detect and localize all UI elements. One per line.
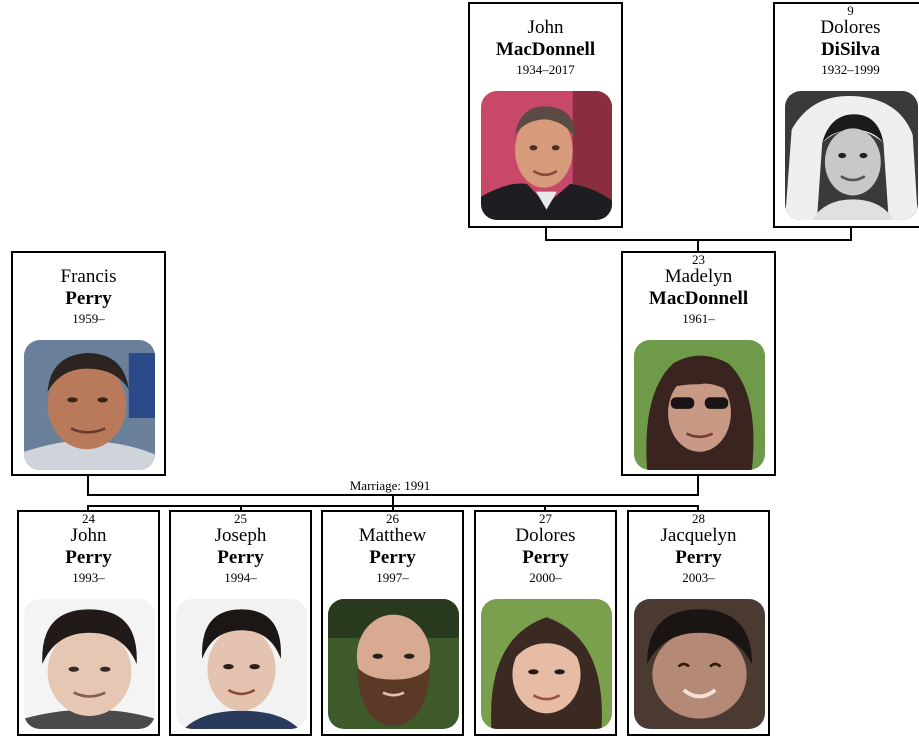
connector-child-24 bbox=[87, 505, 89, 511]
given-name: Jacquelyn bbox=[660, 525, 737, 546]
given-name: John bbox=[527, 17, 564, 38]
portrait-photo bbox=[634, 599, 765, 729]
connector-child-28 bbox=[697, 505, 699, 511]
surname: MacDonnell bbox=[648, 288, 749, 309]
life-years: 1993– bbox=[72, 570, 105, 585]
portrait-photo bbox=[24, 340, 155, 470]
surname: Perry bbox=[217, 547, 264, 568]
person-number: 23 bbox=[692, 252, 705, 267]
person-card-jacquelyn-perry[interactable]: 28 Jacquelyn Perry 2003– bbox=[627, 510, 770, 736]
life-years: 1961– bbox=[682, 311, 715, 326]
connector-grandmother-down bbox=[850, 227, 852, 241]
portrait-photo bbox=[24, 599, 155, 729]
person-number: 24 bbox=[82, 511, 95, 526]
portrait-photo bbox=[634, 340, 765, 470]
person-card-dolores-perry[interactable]: 27 Dolores Perry 2000– bbox=[474, 510, 617, 736]
person-card-dolores-disilva[interactable]: 9 Dolores DiSilva 1932–1999 bbox=[773, 2, 919, 228]
given-name: Dolores bbox=[820, 17, 881, 38]
person-number bbox=[13, 253, 164, 266]
person-number bbox=[470, 4, 621, 17]
person-card-joseph-perry[interactable]: 25 Joseph Perry 1994– bbox=[169, 510, 312, 736]
person-card-matthew-perry[interactable]: 26 Matthew Perry 1997– bbox=[321, 510, 464, 736]
life-years: 1934–2017 bbox=[516, 62, 575, 77]
life-years: 1994– bbox=[224, 570, 257, 585]
person-card-madelyn-macdonnell[interactable]: 23 Madelyn MacDonnell 1961– bbox=[621, 251, 776, 476]
surname: Perry bbox=[65, 547, 112, 568]
person-card-john-macdonnell[interactable]: John MacDonnell 1934–2017 bbox=[468, 2, 623, 228]
given-name: Dolores bbox=[515, 525, 576, 546]
connector-francis-down bbox=[87, 474, 89, 496]
connector-grandfather-down bbox=[545, 227, 547, 241]
surname: Perry bbox=[675, 547, 722, 568]
portrait-photo bbox=[481, 599, 612, 729]
connector-to-madelyn bbox=[697, 239, 699, 252]
person-number: 27 bbox=[539, 511, 552, 526]
portrait-photo bbox=[481, 91, 612, 220]
given-name: Madelyn bbox=[664, 266, 733, 287]
given-name: Joseph bbox=[214, 525, 267, 546]
connector-madelyn-down bbox=[697, 474, 699, 496]
person-number: 25 bbox=[234, 511, 247, 526]
marriage-label: Marriage: 1991 bbox=[330, 479, 450, 493]
given-name: Matthew bbox=[358, 525, 427, 546]
portrait-photo bbox=[328, 599, 459, 729]
connector-child-25 bbox=[240, 505, 242, 511]
person-number: 26 bbox=[386, 511, 399, 526]
portrait-photo bbox=[176, 599, 307, 729]
connector-child-26 bbox=[392, 495, 394, 511]
life-years: 1932–1999 bbox=[821, 62, 880, 77]
person-card-francis-perry[interactable]: Francis Perry 1959– bbox=[11, 251, 166, 476]
life-years: 1997– bbox=[376, 570, 409, 585]
portrait-photo bbox=[785, 91, 918, 220]
person-number: 9 bbox=[847, 3, 854, 18]
life-years: 2000– bbox=[529, 570, 562, 585]
given-name: John bbox=[70, 525, 107, 546]
life-years: 2003– bbox=[682, 570, 715, 585]
surname: Perry bbox=[65, 288, 112, 309]
person-card-john-perry[interactable]: 24 John Perry 1993– bbox=[17, 510, 160, 736]
given-name: Francis bbox=[60, 266, 117, 287]
surname: MacDonnell bbox=[495, 39, 596, 60]
surname: Perry bbox=[369, 547, 416, 568]
surname: DiSilva bbox=[820, 39, 881, 60]
life-years: 1959– bbox=[72, 311, 105, 326]
person-number: 28 bbox=[692, 511, 705, 526]
surname: Perry bbox=[522, 547, 569, 568]
connector-child-27 bbox=[544, 505, 546, 511]
